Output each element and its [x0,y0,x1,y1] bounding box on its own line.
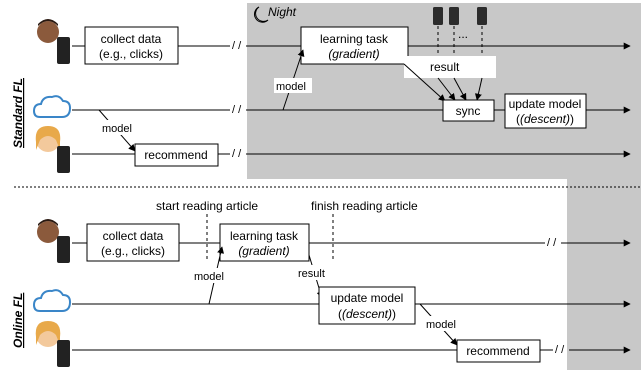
online-update-model-label: update model [331,291,404,305]
recommend-label: recommend [144,148,207,162]
online-learning-task-sub: (gradient) [238,244,289,258]
night-label: Night [268,5,297,19]
timeline-break: / / [232,40,242,52]
man-with-phone-icon [37,19,70,64]
learning-task-sub: (gradient) [328,47,379,61]
online-fl-label: Online FL [11,293,25,348]
phone-icon [433,7,487,25]
timeline-break-5: / / [555,344,565,356]
update-model-box [504,93,587,129]
model-label-recommend: model [102,123,132,135]
timeline-break-3: / / [232,148,242,160]
online-model-label-1: model [194,271,224,283]
online-update-model-sub: ((descent)) [338,307,396,321]
timeline-break-4: / / [547,237,557,249]
more-phones-ellipsis: ... [458,27,468,41]
collect-data-label: collect data [101,32,162,46]
online-collect-data-box [86,223,180,262]
model-label-top: model [276,81,306,93]
online-recommend-label: recommend [466,344,529,358]
online-update-model-box [318,286,416,325]
online-collect-data-sub: (e.g., clicks) [101,244,165,258]
online-collect-data-label: collect data [103,229,164,243]
standard-fl-label: Standard FL [11,78,25,148]
recommend-box [134,143,219,167]
man-with-phone-icon [37,219,70,263]
learning-task-label: learning task [320,32,389,46]
cloud-icon [32,95,72,118]
woman-with-phone-icon [35,126,70,173]
collect-data-sub: (e.g., clicks) [99,47,163,61]
finish-reading-label: finish reading article [311,199,418,213]
online-recommend-box [456,339,541,363]
moon-icon [253,6,269,23]
online-learning-task-label: learning task [230,229,299,243]
start-reading-label: start reading article [156,199,258,213]
cloud-icon [32,289,72,312]
learning-task-box [300,26,409,65]
sync-label: sync [456,104,481,118]
result-label: result [430,60,460,74]
sync-box [442,99,495,122]
update-model-sub: ((descent)) [516,112,574,126]
online-model-label-2: model [426,319,456,331]
night-shaded-region-lower [567,179,641,370]
result-label-bg [404,56,496,78]
online-result-label: result [298,268,325,280]
woman-with-phone-icon [35,321,70,367]
timeline-break-2: / / [232,104,242,116]
update-model-label: update model [509,97,582,111]
online-learning-task-box [219,223,310,262]
collect-data-box [84,26,179,65]
